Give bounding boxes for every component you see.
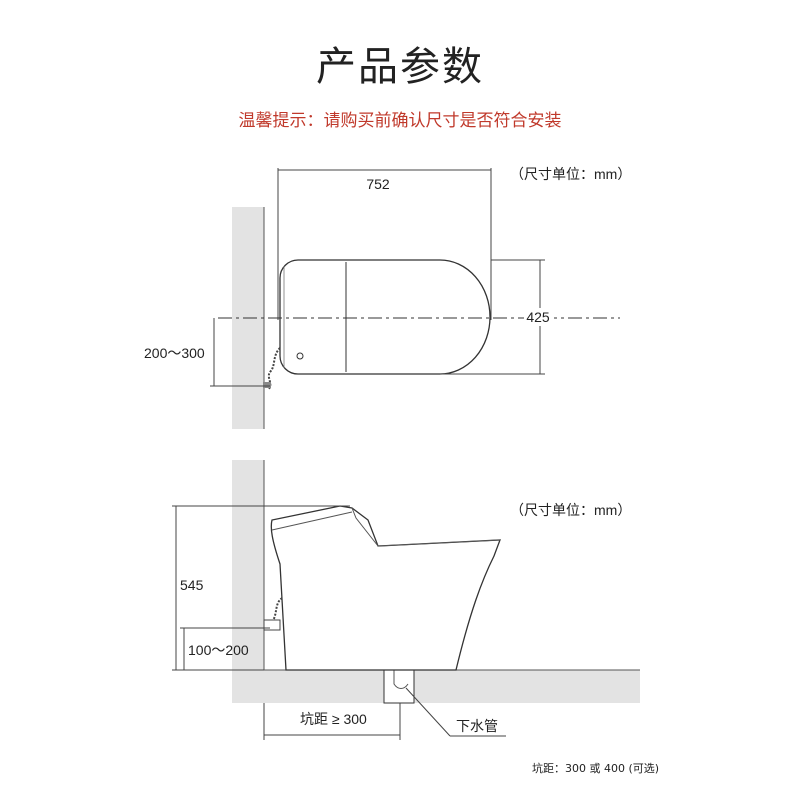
side-inlet-label: 100～200 [188, 642, 249, 658]
toilet-top-outline [279, 259, 491, 375]
top-view: 752 425 200～300 （尺寸单位：mm） [144, 166, 631, 429]
side-view: 545 100～200 坑距 ≥ 300 下水管 （尺寸单位：mm） [172, 460, 640, 740]
footnote: 坑距：300 或 400 (可选) [532, 761, 659, 775]
side-height-label: 545 [180, 577, 204, 593]
power-button-icon [296, 352, 304, 360]
top-depth-label: 425 [526, 309, 550, 325]
top-width-label: 752 [366, 176, 390, 192]
rough-in-label: 坑距 ≥ 300 [300, 711, 367, 727]
side-floor [232, 670, 640, 703]
top-unit-note: （尺寸单位：mm） [510, 166, 631, 182]
drain-pipe [383, 664, 415, 704]
side-wall [232, 460, 264, 703]
toilet-side-outline [270, 505, 501, 671]
page-title: 产品参数 [316, 44, 484, 90]
top-offset-label: 200～300 [144, 345, 205, 361]
side-inlet-hose [271, 597, 283, 623]
drain-label: 下水管 [456, 718, 498, 734]
side-unit-note: （尺寸单位：mm） [510, 502, 631, 518]
install-tip: 温馨提示：请购买前确认尺寸是否符合安装 [238, 111, 562, 131]
